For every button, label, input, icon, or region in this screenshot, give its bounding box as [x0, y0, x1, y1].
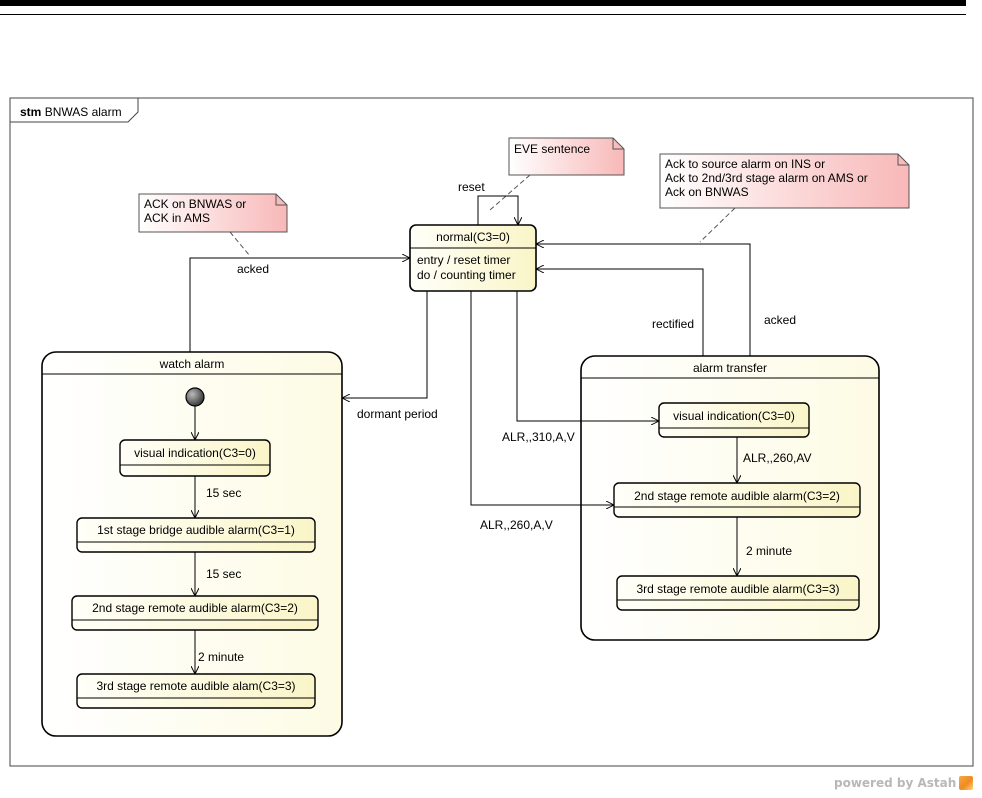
svg-text:ACK on BNWAS or: ACK on BNWAS or: [144, 197, 246, 211]
svg-text:3rd stage remote audible alam(: 3rd stage remote audible alam(C3=3): [96, 679, 295, 693]
powered-by-text: powered by Astah: [834, 776, 957, 790]
wa-stage2-alarm[interactable]: 2nd stage remote audible alarm(C3=2): [71, 595, 319, 631]
transition-dormant: [342, 291, 428, 398]
wa-visual-indication[interactable]: visual indication(C3=0): [119, 439, 271, 477]
label-wa-2minute: 2 minute: [198, 650, 244, 664]
initial-pseudostate: [185, 387, 205, 407]
transition-rectified: [536, 269, 704, 356]
svg-text:ACK in AMS: ACK in AMS: [144, 211, 210, 225]
state-normal-name: normal(C3=0): [436, 230, 510, 244]
label-acked-left: acked: [237, 262, 269, 276]
frame: stm BNWAS alarm: [9, 97, 974, 767]
transition-alr-260: [470, 291, 614, 505]
label-alr-260: ALR,,260,A,V: [480, 518, 553, 532]
note-ack-source: Ack to source alarm on INS or Ack to 2nd…: [659, 153, 910, 209]
label-at-2minute: 2 minute: [746, 544, 792, 558]
svg-text:2nd stage remote audible alarm: 2nd stage remote audible alarm(C3=2): [92, 601, 298, 615]
svg-text:EVE sentence: EVE sentence: [514, 142, 590, 156]
transition-alr-310: [516, 291, 659, 421]
label-reset: reset: [458, 180, 485, 194]
label-dormant-period: dormant period: [357, 407, 438, 421]
label-alr-310: ALR,,310,A,V: [502, 430, 575, 444]
state-normal[interactable]: normal(C3=0) entry / reset timer do / co…: [409, 224, 537, 292]
watch-alarm-name: watch alarm: [159, 357, 225, 371]
svg-text:1st stage bridge audible alarm: 1st stage bridge audible alarm(C3=1): [97, 523, 295, 537]
svg-text:Ack to 2nd/3rd stage alarm on: Ack to 2nd/3rd stage alarm on AMS or: [665, 171, 868, 185]
at-visual-indication[interactable]: visual indication(C3=0): [658, 402, 810, 438]
label-wa-15sec-2: 15 sec: [206, 567, 241, 581]
transitions: [189, 195, 751, 674]
wa-stage3-alarm[interactable]: 3rd stage remote audible alam(C3=3): [76, 673, 316, 709]
transition-acked-left: [189, 258, 410, 352]
alarm-transfer-name: alarm transfer: [693, 361, 767, 375]
transition-acked-right: [536, 244, 751, 356]
svg-text:visual indication(C3=0): visual indication(C3=0): [134, 446, 256, 460]
svg-text:3rd stage remote audible alarm: 3rd stage remote audible alarm(C3=3): [636, 582, 839, 596]
at-stage3-alarm[interactable]: 3rd stage remote audible alarm(C3=3): [616, 575, 860, 611]
svg-text:Ack to source alarm on INS or: Ack to source alarm on INS or: [665, 157, 825, 171]
wa-stage1-alarm[interactable]: 1st stage bridge audible alarm(C3=1): [76, 517, 316, 553]
label-acked-right: acked: [764, 313, 796, 327]
transition-reset: [477, 195, 518, 225]
note-eve-sentence: EVE sentence: [508, 137, 625, 176]
at-stage2-alarm[interactable]: 2nd stage remote audible alarm(C3=2): [613, 482, 861, 518]
state-normal-entry: entry / reset timer: [417, 253, 510, 267]
frame-label: stm BNWAS alarm: [20, 105, 122, 119]
state-normal-do: do / counting timer: [417, 268, 516, 282]
top-rule-thin: [0, 14, 966, 15]
svg-text:Ack on BNWAS: Ack on BNWAS: [665, 185, 749, 199]
svg-text:visual indication(C3=0): visual indication(C3=0): [673, 409, 795, 423]
label-wa-15sec-1: 15 sec: [206, 486, 241, 500]
top-rule-thick: [0, 0, 966, 6]
note-anchors: [229, 174, 736, 257]
powered-by-footer: powered by Astah: [834, 776, 974, 790]
note-ack-bnwas: ACK on BNWAS or ACK in AMS: [138, 193, 288, 233]
svg-text:2nd stage remote audible alarm: 2nd stage remote audible alarm(C3=2): [634, 489, 840, 503]
astah-logo-icon: [959, 776, 974, 790]
label-at-260: ALR,,260,AV: [743, 451, 811, 465]
label-rectified: rectified: [652, 317, 694, 331]
